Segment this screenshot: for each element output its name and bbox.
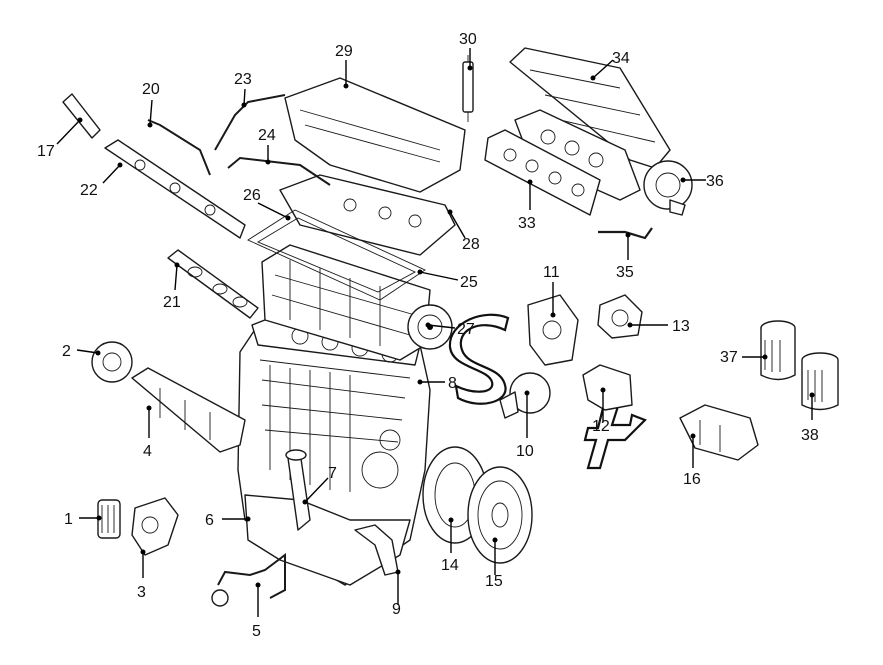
camshaft <box>167 249 259 319</box>
high-pressure-fuel-pump <box>527 294 579 366</box>
callout-23: 23 <box>234 71 252 88</box>
valve-cover-gasket <box>247 209 426 301</box>
turbo-oil-pipe <box>598 227 653 240</box>
callout-24: 24 <box>258 127 276 144</box>
callout-14: 14 <box>441 557 459 574</box>
callout-3: 3 <box>137 584 146 601</box>
callout-26: 26 <box>243 187 261 204</box>
fuel-pipe-23 <box>214 94 286 151</box>
callout-6: 6 <box>205 512 214 529</box>
watermark <box>448 313 647 470</box>
callout-28: 28 <box>462 236 480 253</box>
glow-plug-30 <box>462 55 474 122</box>
callout-5: 5 <box>252 623 261 640</box>
oil-dipstick-tube <box>211 553 286 607</box>
callout-36: 36 <box>706 173 724 190</box>
egr-valve <box>679 404 759 461</box>
oil-filter-housing <box>131 497 179 556</box>
callout-9: 9 <box>392 601 401 618</box>
callout-34: 34 <box>612 50 630 67</box>
callout-2: 2 <box>62 343 71 360</box>
callout-27: 27 <box>457 321 475 338</box>
injector <box>62 93 101 139</box>
leader-lines <box>56 48 813 617</box>
vacuum-pump <box>597 294 643 339</box>
manifold-gasket <box>484 129 601 216</box>
air-filter <box>801 352 839 411</box>
leader-dots <box>77 65 815 588</box>
clutch-disc <box>467 466 533 564</box>
camshaft-pulley <box>407 304 453 350</box>
callout-labels: 1 2 3 4 5 6 7 8 9 10 11 12 13 14 15 16 1… <box>37 31 819 640</box>
callout-33: 33 <box>518 215 536 232</box>
callout-35: 35 <box>616 264 634 281</box>
callout-10: 10 <box>516 443 534 460</box>
callout-21: 21 <box>163 294 181 311</box>
callout-30: 30 <box>459 31 477 48</box>
callout-13: 13 <box>672 318 690 335</box>
water-pump <box>499 372 551 419</box>
callout-16: 16 <box>683 471 701 488</box>
fuel-pipe-20 <box>147 119 211 176</box>
callout-12: 12 <box>592 418 610 435</box>
callout-25: 25 <box>460 274 478 291</box>
crankshaft <box>131 367 246 453</box>
callout-17: 17 <box>37 143 55 160</box>
callout-1: 1 <box>64 511 73 528</box>
callout-11: 11 <box>543 264 560 281</box>
turbocharger <box>643 160 693 216</box>
oil-pipe <box>285 449 311 531</box>
callout-8: 8 <box>448 375 457 392</box>
callout-37: 37 <box>720 349 738 366</box>
engine-block <box>237 324 431 586</box>
callout-22: 22 <box>80 182 98 199</box>
callout-4: 4 <box>143 443 152 460</box>
callout-15: 15 <box>485 573 503 590</box>
callout-29: 29 <box>335 43 353 60</box>
thermostat-housing <box>582 364 633 411</box>
crankshaft-pulley <box>91 341 133 383</box>
engine-top-cover <box>284 77 466 193</box>
fuel-filter <box>760 320 796 381</box>
callout-20: 20 <box>142 81 160 98</box>
callout-38: 38 <box>801 427 819 444</box>
oil-filter <box>97 499 121 539</box>
heat-shield <box>509 47 671 169</box>
valve-cover-lower <box>279 174 456 256</box>
fuel-rail <box>104 139 246 239</box>
callout-7: 7 <box>328 465 337 482</box>
